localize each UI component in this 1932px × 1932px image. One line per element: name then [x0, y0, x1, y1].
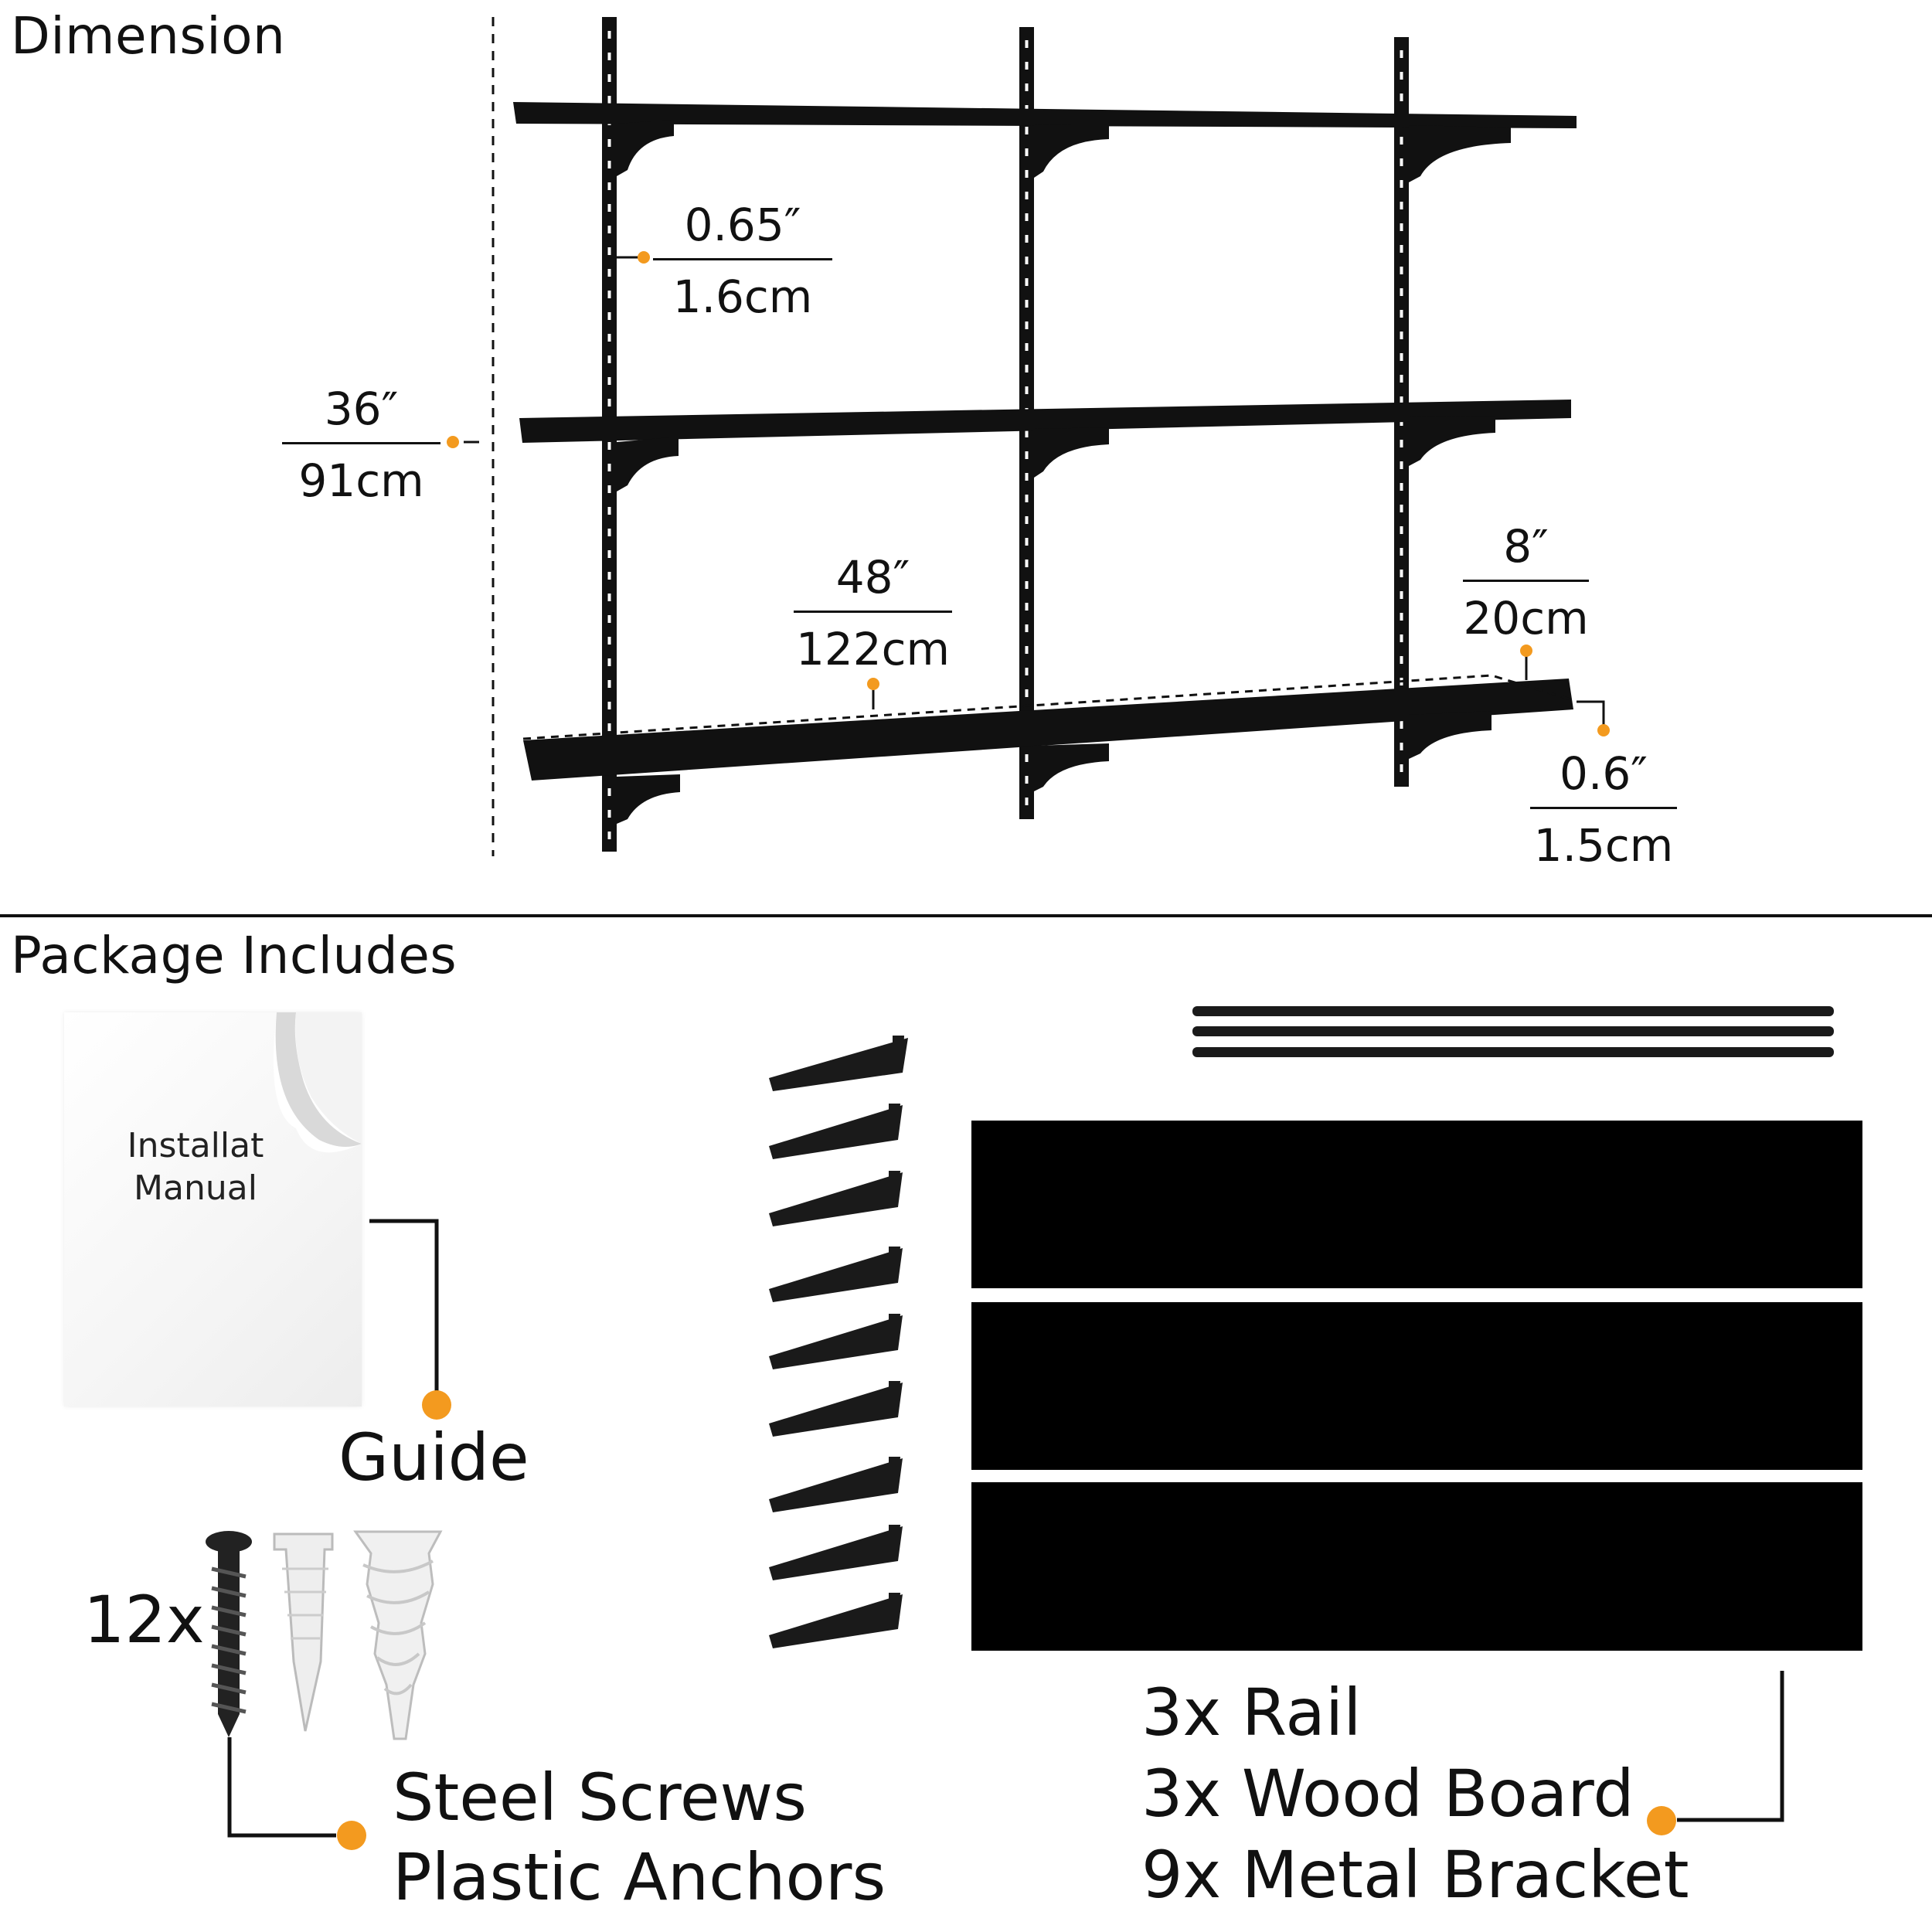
- manual-title-line1: Installat: [127, 1126, 264, 1165]
- rail-icon: [1192, 1047, 1834, 1057]
- board-label: 3x Wood Board: [1141, 1756, 1634, 1832]
- loose-brackets: [769, 1036, 908, 1648]
- bracket-icon: [769, 1247, 903, 1302]
- installation-manual: Installat Manual: [64, 1012, 362, 1406]
- bracket: [617, 774, 680, 824]
- bracket-icon: [769, 1525, 903, 1580]
- bracket: [617, 120, 674, 176]
- hardware-count: 12x: [83, 1582, 205, 1658]
- wood-board-icon: [971, 1302, 1862, 1470]
- rail-width-imperial: 0.65″: [684, 199, 801, 251]
- loose-rails: [1192, 1006, 1834, 1057]
- shelf-illustration: [447, 17, 1610, 856]
- section-divider: [0, 914, 1932, 917]
- wood-board-icon: [971, 1121, 1862, 1288]
- height-imperial: 36″: [324, 383, 399, 435]
- bracket-icon: [769, 1593, 903, 1648]
- bracket: [617, 437, 679, 492]
- length-imperial: 48″: [835, 551, 910, 604]
- depth-rule: [1463, 580, 1589, 582]
- rail-icon: [1192, 1006, 1834, 1016]
- bracket-icon: [769, 1104, 903, 1159]
- dimension-dots: [447, 251, 1610, 736]
- height-dimension: 36″ 91cm: [282, 386, 440, 503]
- wood-board-icon: [971, 1482, 1862, 1651]
- bracket: [1409, 125, 1511, 182]
- depth-outline: [522, 674, 1574, 740]
- brackets: [617, 120, 1511, 824]
- rail-width-metric: 1.6cm: [672, 270, 813, 323]
- depth-imperial: 8″: [1503, 520, 1549, 573]
- bracket-icon: [769, 1457, 903, 1512]
- thickness-imperial: 0.6″: [1560, 747, 1648, 800]
- anchors-label: Plastic Anchors: [393, 1839, 886, 1915]
- manual-title-line2: Manual: [134, 1168, 257, 1208]
- wood-boards: [971, 1121, 1862, 1651]
- manual-title: Installat Manual: [95, 1124, 296, 1209]
- bracket-icon: [769, 1381, 903, 1437]
- rail-width-rule: [653, 258, 832, 260]
- screw-icon: [206, 1531, 252, 1737]
- rail-width-dimension: 0.65″ 1.6cm: [653, 202, 832, 319]
- length-metric: 122cm: [795, 623, 951, 675]
- length-rule: [794, 611, 952, 613]
- height-rule: [282, 442, 440, 444]
- shelf-bottom: [523, 679, 1573, 781]
- depth-dimension: 8″ 20cm: [1463, 524, 1589, 641]
- length-dimension: 48″ 122cm: [794, 555, 952, 672]
- bracket: [1409, 711, 1492, 759]
- thickness-metric: 1.5cm: [1533, 819, 1674, 872]
- guide-label: Guide: [338, 1420, 529, 1495]
- depth-metric: 20cm: [1463, 592, 1589, 645]
- page-curl-icon: [273, 1012, 362, 1153]
- bracket: [1034, 743, 1109, 791]
- bracket: [1034, 124, 1109, 178]
- shelf-top: [513, 102, 1577, 128]
- drywall-anchor-icon: [353, 1530, 443, 1740]
- bracket: [1034, 427, 1109, 478]
- dimension-title: Dimension: [11, 6, 286, 66]
- plastic-anchor-icon: [273, 1532, 334, 1732]
- screws-label: Steel Screws: [393, 1760, 807, 1835]
- bracket-icon: [769, 1036, 908, 1091]
- bracket-label: 9x Metal Bracket: [1141, 1837, 1689, 1913]
- bracket: [1409, 416, 1495, 466]
- rail-label: 3x Rail: [1141, 1675, 1362, 1750]
- thickness-dimension: 0.6″ 1.5cm: [1530, 751, 1677, 868]
- thickness-rule: [1530, 807, 1677, 809]
- bracket-icon: [769, 1314, 903, 1369]
- bracket-icon: [769, 1171, 903, 1226]
- height-metric: 91cm: [298, 454, 424, 507]
- package-title: Package Includes: [11, 926, 457, 985]
- shelf-middle: [519, 400, 1571, 443]
- rail-slots: [607, 31, 1403, 842]
- rail-icon: [1192, 1026, 1834, 1036]
